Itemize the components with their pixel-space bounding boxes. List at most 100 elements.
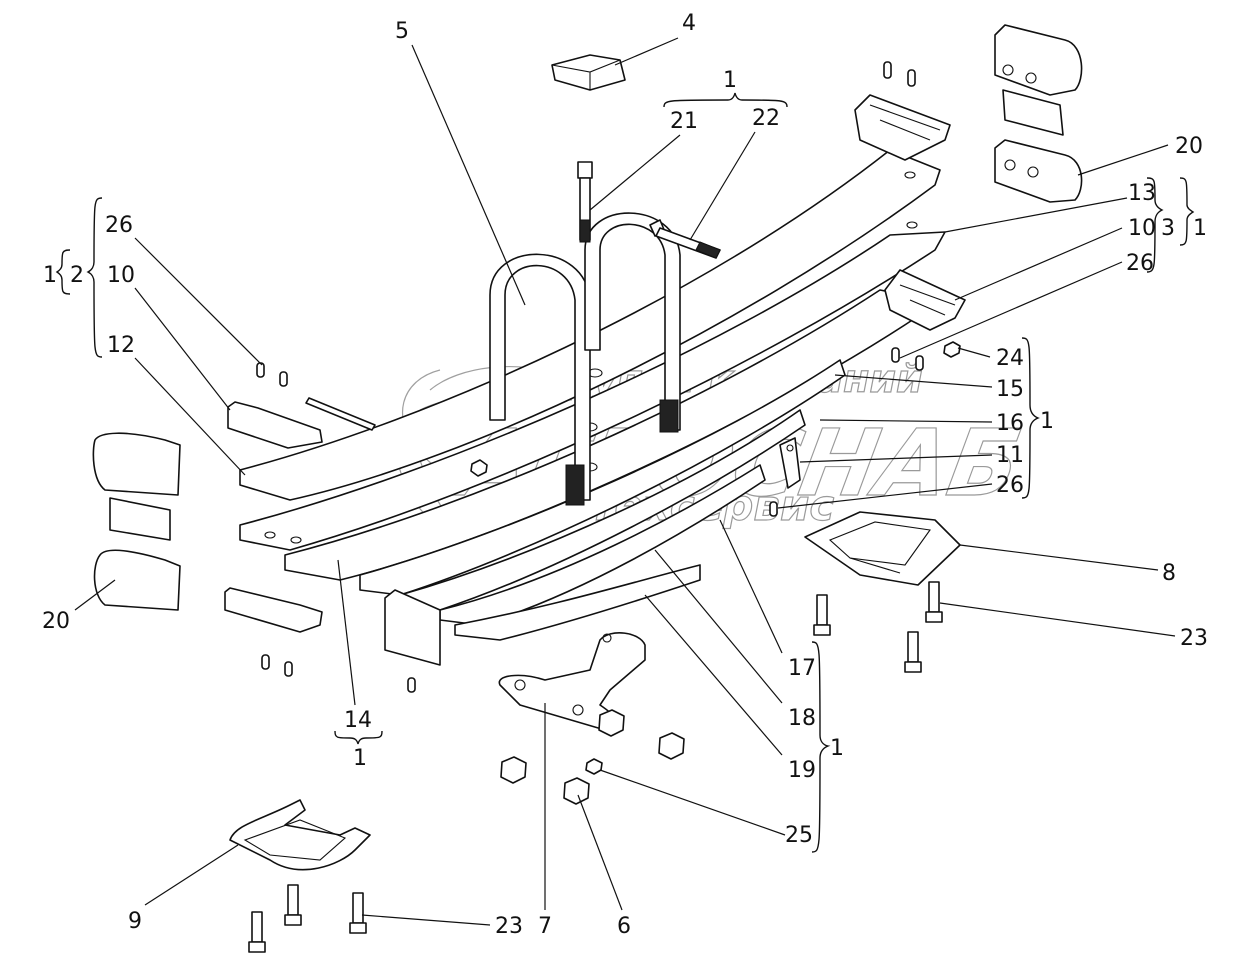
leaf-hole bbox=[904, 171, 916, 179]
callout-15: 15 bbox=[996, 377, 1024, 402]
rivet bbox=[284, 661, 293, 677]
callout-group-1-right-upper: 1 bbox=[1193, 216, 1207, 241]
callout-22: 22 bbox=[752, 106, 780, 131]
bolt bbox=[904, 631, 922, 673]
rivet bbox=[279, 371, 288, 387]
callout-14: 14 bbox=[344, 708, 372, 733]
callout-group-1-top: 1 bbox=[723, 68, 737, 93]
callout-26-left: 26 bbox=[105, 213, 133, 238]
callout-26-right-2: 26 bbox=[996, 473, 1024, 498]
nut bbox=[658, 732, 685, 760]
leader-lines bbox=[74, 37, 1176, 926]
rivets-nut-right bbox=[891, 341, 961, 371]
nut-25 bbox=[585, 758, 603, 775]
nut-on-leaf bbox=[470, 459, 488, 477]
callout-10-left: 10 bbox=[107, 263, 135, 288]
callout-group-1-right-lower: 1 bbox=[830, 736, 844, 761]
rivet bbox=[256, 362, 265, 378]
brace-right-upper bbox=[1146, 177, 1164, 273]
clip-11 bbox=[769, 437, 801, 517]
bolt-22 bbox=[649, 219, 721, 259]
callout-24: 24 bbox=[996, 346, 1024, 371]
nut bbox=[500, 756, 527, 784]
brace-left-outer bbox=[86, 197, 103, 358]
braces bbox=[55, 92, 1195, 853]
callout-9: 9 bbox=[128, 909, 142, 934]
brace-bottom bbox=[334, 730, 383, 745]
callout-12: 12 bbox=[107, 333, 135, 358]
brace-right-lower bbox=[811, 641, 831, 853]
callout-19: 19 bbox=[788, 758, 816, 783]
nut-24 bbox=[943, 341, 961, 358]
bolt bbox=[305, 397, 376, 431]
u-bolt-thread bbox=[659, 399, 679, 433]
pad-4 bbox=[551, 54, 626, 91]
leaf-hole bbox=[264, 531, 276, 539]
leaf-spring-stack bbox=[239, 149, 946, 641]
clamp-bracket-right-10 bbox=[884, 269, 966, 331]
clamp-bracket-lower-left bbox=[224, 587, 441, 693]
brace-right-mid bbox=[1021, 337, 1040, 499]
leaf-16 bbox=[359, 359, 846, 596]
callout-6: 6 bbox=[617, 914, 631, 939]
callout-11: 11 bbox=[996, 443, 1024, 468]
callout-23-right: 23 bbox=[1180, 626, 1208, 651]
bolts-23-right bbox=[813, 581, 943, 673]
callout-8: 8 bbox=[1162, 561, 1176, 586]
leaf-19 bbox=[454, 564, 701, 641]
clamp-bracket-top-right bbox=[854, 61, 951, 161]
bolt bbox=[925, 581, 943, 623]
callout-labels: 4 5 21 22 1 20 13 10 26 3 1 24 15 16 11 … bbox=[42, 11, 1208, 939]
callout-group-1-bottom: 1 bbox=[353, 746, 367, 771]
u-bolt-thread bbox=[565, 464, 585, 506]
brace-top bbox=[663, 92, 788, 108]
callout-5: 5 bbox=[395, 19, 409, 44]
rivet bbox=[883, 61, 892, 79]
bolts-23-left bbox=[248, 884, 367, 953]
callout-4: 4 bbox=[682, 11, 696, 36]
callout-13: 13 bbox=[1128, 181, 1156, 206]
spring-seat-9 bbox=[229, 799, 371, 871]
rivet bbox=[907, 69, 916, 87]
callout-group-1-left: 1 bbox=[43, 263, 57, 288]
bolt bbox=[248, 911, 266, 953]
callout-group-2: 2 bbox=[70, 263, 84, 288]
clamp-bracket-left-10 bbox=[227, 362, 376, 449]
callout-group-1-right-mid: 1 bbox=[1040, 409, 1054, 434]
bracket-clip bbox=[384, 589, 441, 666]
bolt bbox=[813, 594, 831, 636]
bolt bbox=[349, 892, 367, 934]
rivet bbox=[769, 501, 778, 517]
bolt-21 bbox=[577, 161, 593, 243]
callout-20-right: 20 bbox=[1175, 134, 1203, 159]
leaf-14 bbox=[239, 231, 946, 551]
callout-18: 18 bbox=[788, 706, 816, 731]
callout-23-left: 23 bbox=[495, 914, 523, 939]
rubber-bushing-20-left bbox=[92, 432, 181, 611]
rivet bbox=[891, 347, 900, 363]
callout-7: 7 bbox=[538, 914, 552, 939]
leaf-18 bbox=[439, 464, 766, 626]
leaf-13 bbox=[239, 149, 941, 501]
callout-26-right-1: 26 bbox=[1126, 251, 1154, 276]
callout-16: 16 bbox=[996, 411, 1024, 436]
callout-21: 21 bbox=[670, 109, 698, 134]
callout-group-3: 3 bbox=[1161, 216, 1175, 241]
brace-right-upper-outer bbox=[1179, 177, 1195, 246]
callout-20-left: 20 bbox=[42, 609, 70, 634]
callout-10-right: 10 bbox=[1128, 216, 1156, 241]
rivet bbox=[407, 677, 416, 693]
rubber-bushing-20-right bbox=[994, 24, 1083, 203]
nut-6 bbox=[563, 777, 590, 805]
rivet bbox=[261, 654, 270, 670]
bolt bbox=[284, 884, 302, 926]
leaf-hole bbox=[290, 536, 302, 544]
nut bbox=[598, 709, 625, 737]
callout-25: 25 bbox=[785, 823, 813, 848]
brace-left-inner bbox=[55, 249, 71, 295]
rivet bbox=[915, 355, 924, 371]
leaf-17 bbox=[399, 409, 806, 611]
callout-17: 17 bbox=[788, 656, 816, 681]
